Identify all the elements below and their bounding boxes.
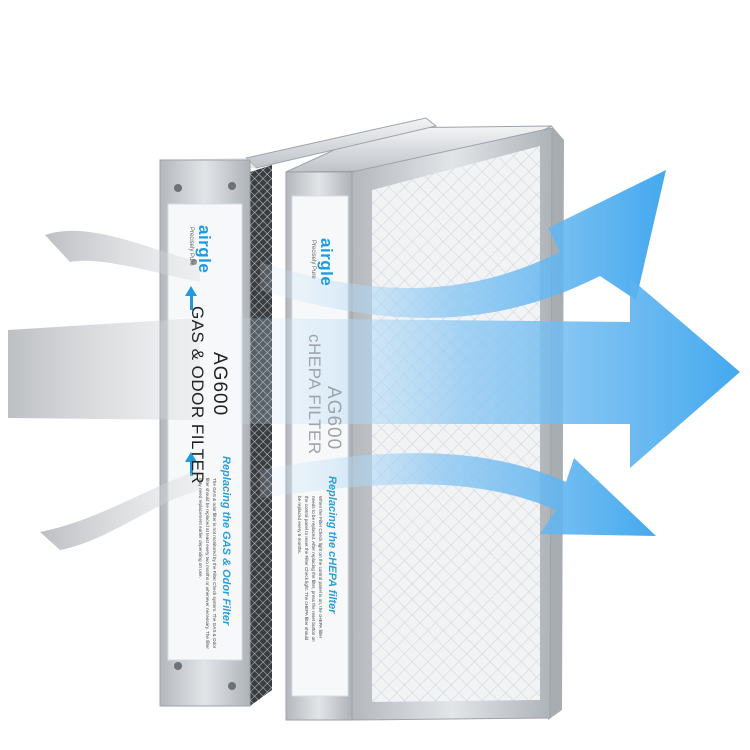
blue-arrow-top — [260, 170, 666, 318]
grey-flow-middle — [8, 318, 200, 420]
front-brand-logo: airgle — [195, 225, 214, 274]
air-flow — [8, 170, 740, 550]
blue-arrow-bottom — [260, 453, 656, 536]
front-filter — [159, 158, 256, 707]
front-tagline: Precisely Pure — [188, 227, 194, 266]
rear-filter-type: cHEPA FILTER — [305, 334, 324, 455]
rear-brand-logo: airgle — [317, 238, 336, 287]
front-filter-type: GAS & ODOR FILTER — [188, 306, 207, 485]
rear-tagline: Precisely Pure — [310, 240, 316, 279]
front-model: AG600 — [209, 352, 230, 417]
carbon-layer — [245, 117, 438, 706]
grey-flow-bottom — [40, 470, 200, 550]
rear-model: AG600 — [323, 386, 344, 451]
grey-flow-top — [45, 230, 200, 282]
rear-replace-body: When the Filter Check light on the contr… — [297, 496, 323, 642]
blue-arrow-middle — [240, 278, 740, 468]
front-replace-body: The GAS & odor filter is not monitored b… — [198, 478, 217, 649]
rear-replace-title: Replacing the cHEPA filter — [326, 476, 338, 614]
front-replace-title: Replacing the GAS & Odor Filter — [220, 456, 232, 626]
